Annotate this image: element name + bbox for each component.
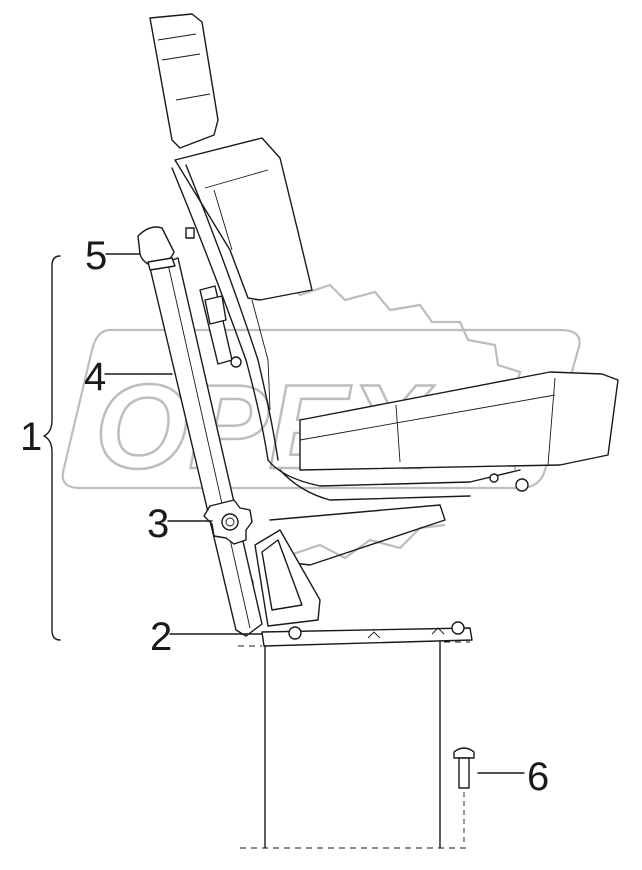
callout-4: 4 [84, 355, 106, 399]
callout-2: 2 [150, 615, 172, 659]
knob-hub [221, 513, 239, 531]
seat-cushion-body [299, 371, 619, 471]
seat-frame [234, 504, 446, 627]
base-plate-bolt-left [288, 626, 302, 640]
callout-1: 1 [20, 415, 42, 459]
backrest-cushion [174, 137, 313, 301]
rail-clip [185, 227, 195, 239]
callout-3: 3 [147, 502, 169, 546]
bolt-shank [458, 757, 470, 789]
handle [137, 226, 176, 271]
pedestal [238, 641, 470, 849]
base-plate-body [261, 627, 473, 647]
seat-cushion [267, 371, 619, 501]
bolt-head [453, 747, 475, 759]
bolt [453, 747, 475, 845]
base-plate [261, 621, 473, 647]
callout-5: 5 [85, 234, 107, 278]
cushion-bolt [489, 473, 499, 483]
base-plate-bolt-right [451, 621, 465, 635]
callout-6: 6 [527, 755, 549, 799]
cushion-pivot [515, 478, 529, 492]
seat-backrest [149, 13, 313, 461]
headrest [149, 13, 219, 149]
adjustment-knob [203, 499, 253, 545]
group-bracket [43, 255, 61, 641]
